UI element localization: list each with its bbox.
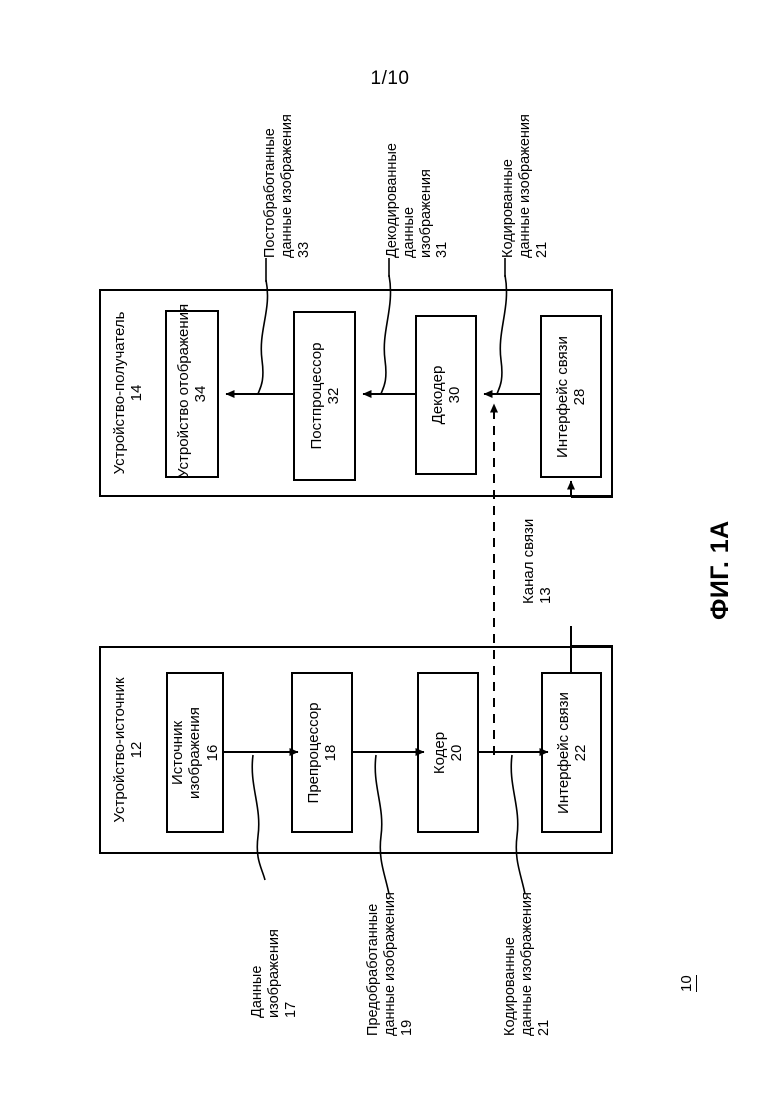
figure-caption: ФИГ. 1А [706, 520, 734, 620]
callout-decoded-image-data: Декодированные данные изображения 31 [384, 143, 451, 258]
callout-encoded-image-data-source: Кодированные данные изображения 21 [502, 892, 552, 1036]
source-device-container [99, 646, 613, 854]
callout-encoded-image-data-destination: Кодированные данные изображения 21 [500, 114, 550, 258]
callout-post-processed-image-data: Постобработанные данные изображения 33 [262, 114, 312, 258]
callout-pre-processed-image-data: Предобработанные данные изображения 19 [365, 892, 415, 1036]
callout-communication-channel: Канал связи 13 [520, 518, 555, 604]
destination-device-container [99, 289, 613, 497]
callout-image-data: Данные изображения 17 [249, 929, 299, 1018]
system-reference-number: 10 [678, 975, 697, 992]
page-number: 1/10 [370, 68, 410, 89]
